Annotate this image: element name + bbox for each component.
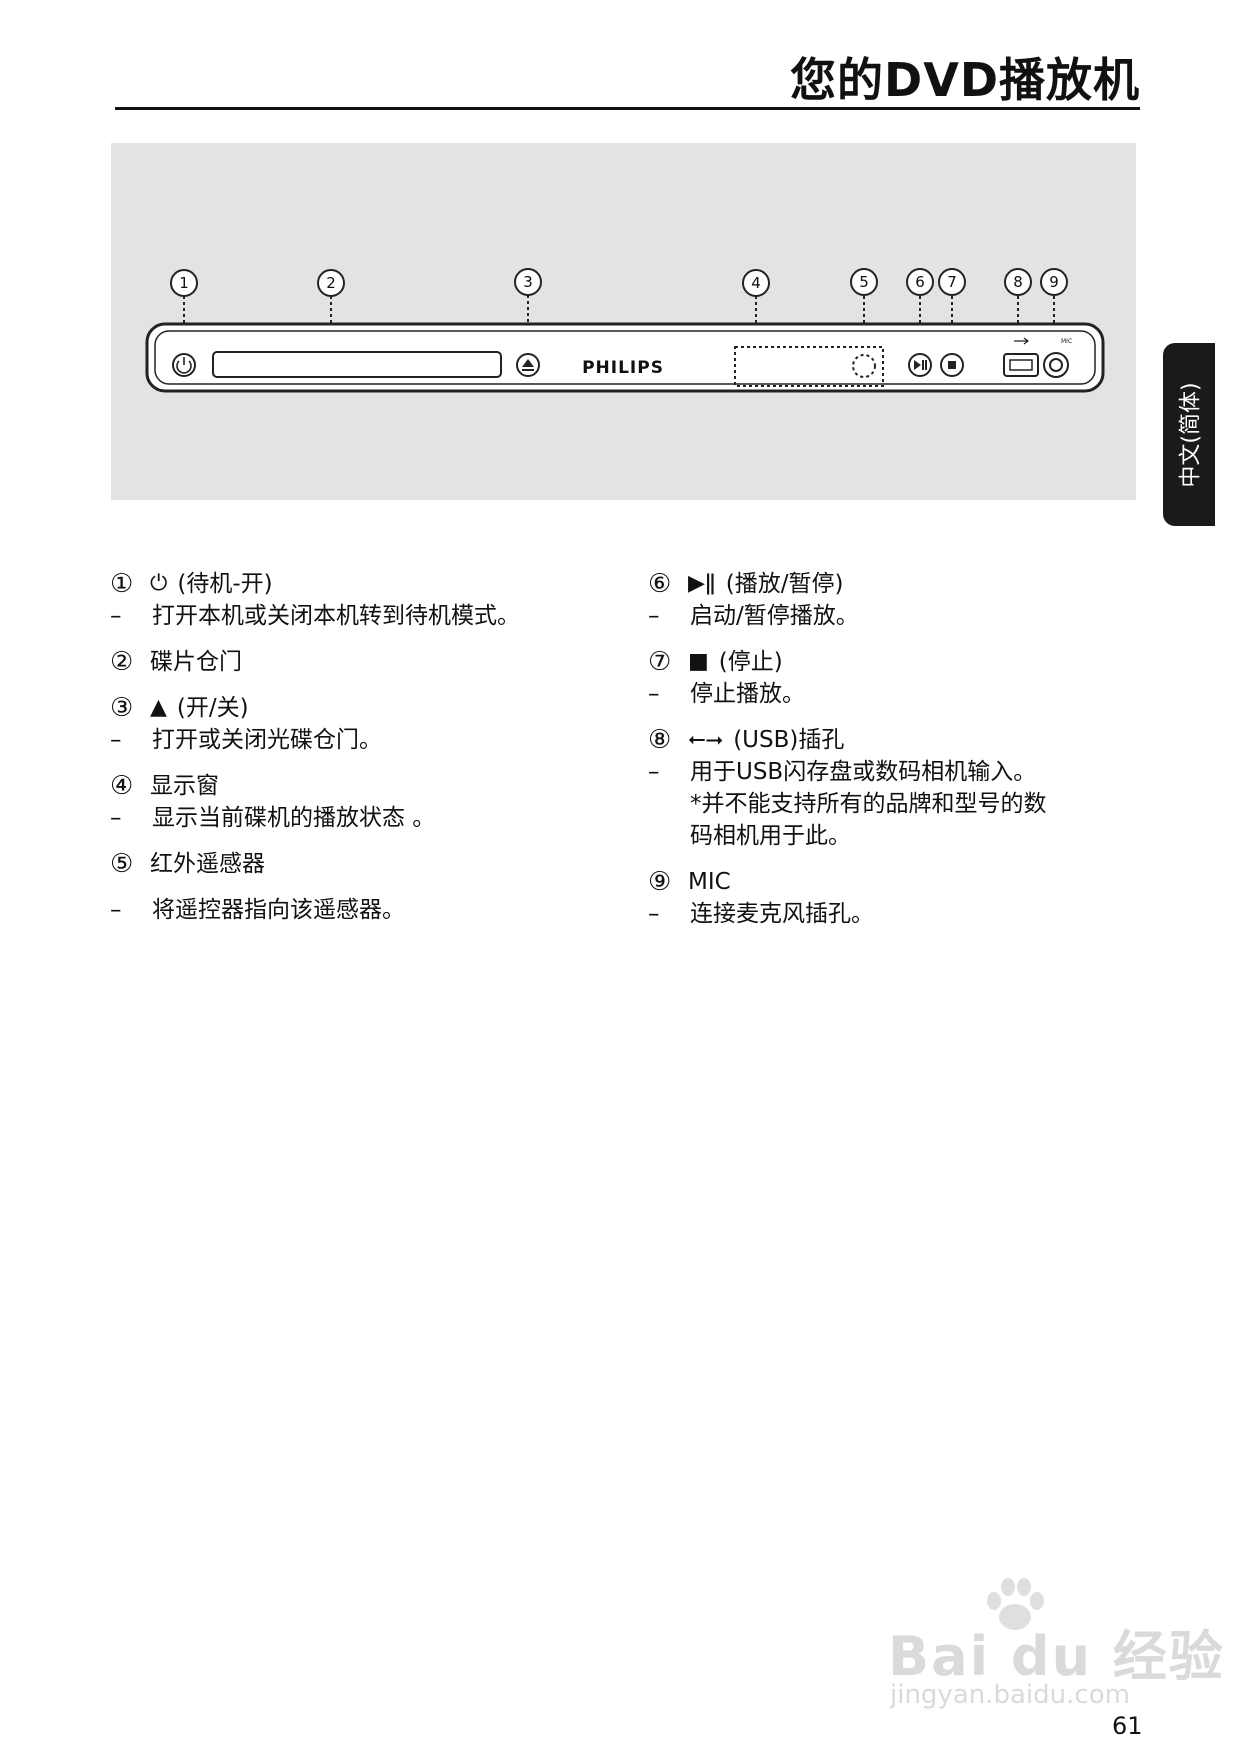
stop-icon: ■ [688,649,709,674]
callout-2 [317,269,345,297]
item-desc: 码相机用于此。 [690,823,851,849]
item-title: (开/关) [176,695,249,721]
callout-3 [514,268,542,296]
callout-label-7: 7 [947,273,957,291]
right-description-column: ⑥▶ǁ(播放/暂停) –启动/暂停播放。 ⑦■(停止) –停止播放。 ⑧⭠⭢(U… [648,568,1168,944]
item-desc: 停止播放。 [690,681,805,707]
item-number: ⑥ [648,569,672,599]
item-title: (待机-开) [177,571,273,597]
callout-label-3: 3 [523,273,533,291]
item-number: ② [110,647,134,677]
eject-icon: ▲ [150,695,167,720]
display-window [734,346,884,387]
usb-icon: ⭠⭢ [688,727,724,752]
usb-icon [1014,337,1029,345]
item-desc: 启动/暂停播放。 [690,603,859,629]
language-tab-label: 中文(简体) [1179,381,1205,488]
callout-9 [1040,268,1068,296]
item-desc: 打开或关闭光碟仓门。 [152,727,382,753]
item-eject: ③▲(开/关) –打开或关闭光碟仓门。 [110,692,630,756]
callout-label-5: 5 [859,273,869,291]
mic-jack [1043,352,1069,378]
item-number: ⑦ [648,647,672,677]
item-title: (USB)插孔 [733,727,845,753]
watermark-url: jingyan.baidu.com [890,1680,1130,1710]
callout-label-8: 8 [1013,273,1023,291]
item-title: MIC [688,869,731,895]
disc-tray [212,351,502,378]
callout-5 [850,268,878,296]
title-rule [115,107,1140,110]
item-usb: ⑧⭠⭢(USB)插孔 –用于USB闪存盘或数码相机输入。 *并不能支持所有的品牌… [648,724,1168,852]
callout-8 [1004,268,1032,296]
item-number: ⑨ [648,867,672,897]
item-title: 碟片仓门 [150,649,242,675]
page-number: 61 [1112,1712,1143,1740]
item-desc: 显示当前碟机的播放状态 。 [152,805,436,831]
callout-7 [938,268,966,296]
item-standby: ①⏻(待机-开) –打开本机或关闭本机转到待机模式。 [110,568,630,632]
item-desc: 连接麦克风插孔。 [690,901,874,927]
item-disc-tray: ② 碟片仓门 [110,646,630,678]
front-panel-diagram: 1 2 3 4 5 6 7 8 9 PHILIPS [111,143,1136,500]
item-desc: 打开本机或关闭本机转到待机模式。 [152,603,520,629]
callout-label-1: 1 [179,274,189,292]
item-number: ⑧ [648,725,672,755]
item-title: 红外遥感器 [150,851,265,877]
front-panel-svg: 1 2 3 4 5 6 7 8 9 PHILIPS [145,268,1105,393]
callout-label-4: 4 [751,274,761,292]
item-number: ④ [110,771,134,801]
item-number: ③ [110,693,134,723]
item-play-pause: ⑥▶ǁ(播放/暂停) –启动/暂停播放。 [648,568,1168,632]
callout-label-2: 2 [326,274,336,292]
item-stop: ⑦■(停止) –停止播放。 [648,646,1168,710]
callout-label-9: 9 [1049,273,1059,291]
ir-sensor [852,354,876,378]
brand-logo: PHILIPS [582,358,664,378]
item-title: 显示窗 [150,773,219,799]
item-title: (停止) [718,649,783,675]
item-number: ⑤ [110,849,134,879]
item-number: ① [110,569,134,599]
item-desc: 将遥控器指向该遥感器。 [152,897,405,923]
item-title: (播放/暂停) [725,571,844,597]
item-desc: *并不能支持所有的品牌和型号的数 [690,791,1047,817]
callout-label-6: 6 [915,273,925,291]
watermark-logo: Bai du 经验 [888,1625,1225,1688]
page-title: 您的DVD播放机 [790,53,1140,107]
language-tab: 中文(简体) [1163,343,1215,526]
callout-1 [170,269,198,297]
power-icon: ⏻ [150,571,168,596]
mic-label: MIC [1061,338,1072,345]
callout-4 [742,269,770,297]
callout-6 [906,268,934,296]
usb-port [1003,353,1039,377]
item-desc: 用于USB闪存盘或数码相机输入。 [690,759,1037,785]
play-pause-icon: ▶ǁ [688,571,716,596]
paw-watermark-icon [987,1578,1044,1630]
